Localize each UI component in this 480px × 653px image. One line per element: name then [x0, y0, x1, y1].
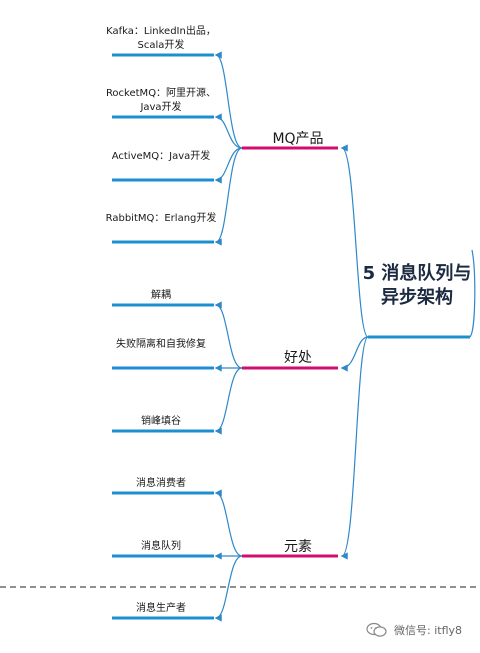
root-connector-1	[340, 336, 369, 372]
leaf-label-0-1[interactable]: RocketMQ：阿里开源、Java开发	[105, 88, 217, 113]
root-connector-0	[340, 144, 369, 338]
branch-label-2[interactable]: 元素	[284, 539, 312, 555]
leaf-connector-0-0	[214, 51, 243, 149]
watermark: 微信号: itfly8	[366, 622, 462, 638]
leaf-connector-2-2	[214, 555, 243, 622]
leaf-connector-0-2	[214, 147, 243, 184]
root-connector-2	[340, 336, 369, 560]
leaf-connector-1-2	[214, 367, 243, 435]
root-right-connector	[469, 249, 476, 338]
leaf-label-1-0[interactable]: 解耦	[151, 290, 171, 301]
leaf-label-2-2[interactable]: 消息生产者	[136, 603, 186, 614]
leaf-label-0-3[interactable]: RabbitMQ：Erlang开发	[105, 213, 217, 224]
leaf-connector-0-1	[214, 113, 243, 149]
root-topic[interactable]: 5 消息队列与异步架构	[362, 263, 472, 308]
branch-label-1[interactable]: 好处	[284, 350, 312, 366]
watermark-text: 微信号: itfly8	[394, 624, 463, 637]
leaf-connector-2-0	[214, 489, 243, 557]
leaf-connector-1-0	[214, 301, 243, 369]
leaf-label-0-0[interactable]: Kafka：LinkedIn出品，Scala开发	[106, 26, 216, 51]
leaf-label-2-1[interactable]: 消息队列	[141, 541, 181, 552]
leaf-label-1-1[interactable]: 失败隔离和自我修复	[116, 339, 206, 350]
leaf-label-1-2[interactable]: 销峰填谷	[141, 416, 181, 427]
leaf-label-2-0[interactable]: 消息消费者	[136, 478, 186, 489]
leaf-label-0-2[interactable]: ActiveMQ：Java开发	[111, 151, 211, 162]
leaf-connector-0-3	[214, 147, 243, 246]
wechat-icon	[366, 622, 387, 637]
branch-label-0[interactable]: MQ产品	[272, 131, 324, 147]
